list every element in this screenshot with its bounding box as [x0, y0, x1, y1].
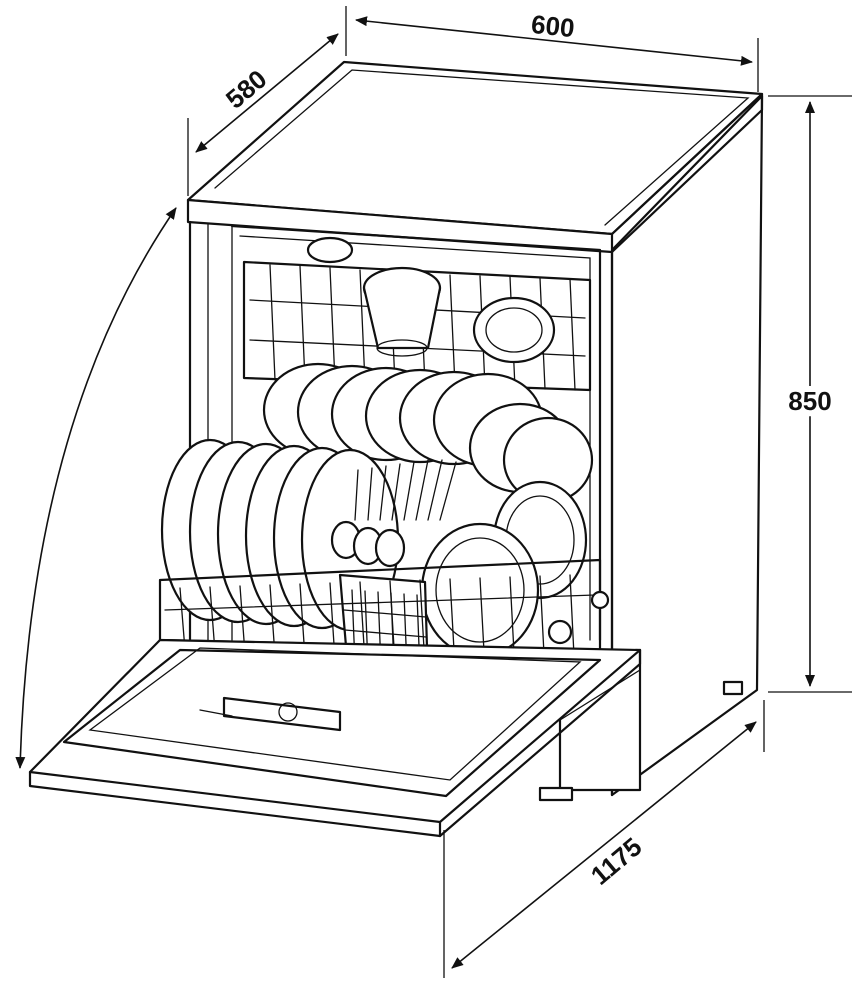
dimension-width-label: 600: [530, 9, 576, 43]
dimension-open-depth-label: 1175: [585, 831, 647, 890]
dimension-door-arc: [15, 207, 177, 769]
dimension-width: 600: [345, 6, 759, 92]
upper-rack: [242, 236, 592, 392]
open-door: [28, 638, 642, 838]
rear-plates: [262, 362, 594, 504]
dimension-height-label: 850: [788, 386, 831, 416]
dimension-depth-label: 580: [220, 64, 273, 115]
dimension-height: 850: [768, 95, 852, 693]
front-plates: [160, 438, 588, 658]
